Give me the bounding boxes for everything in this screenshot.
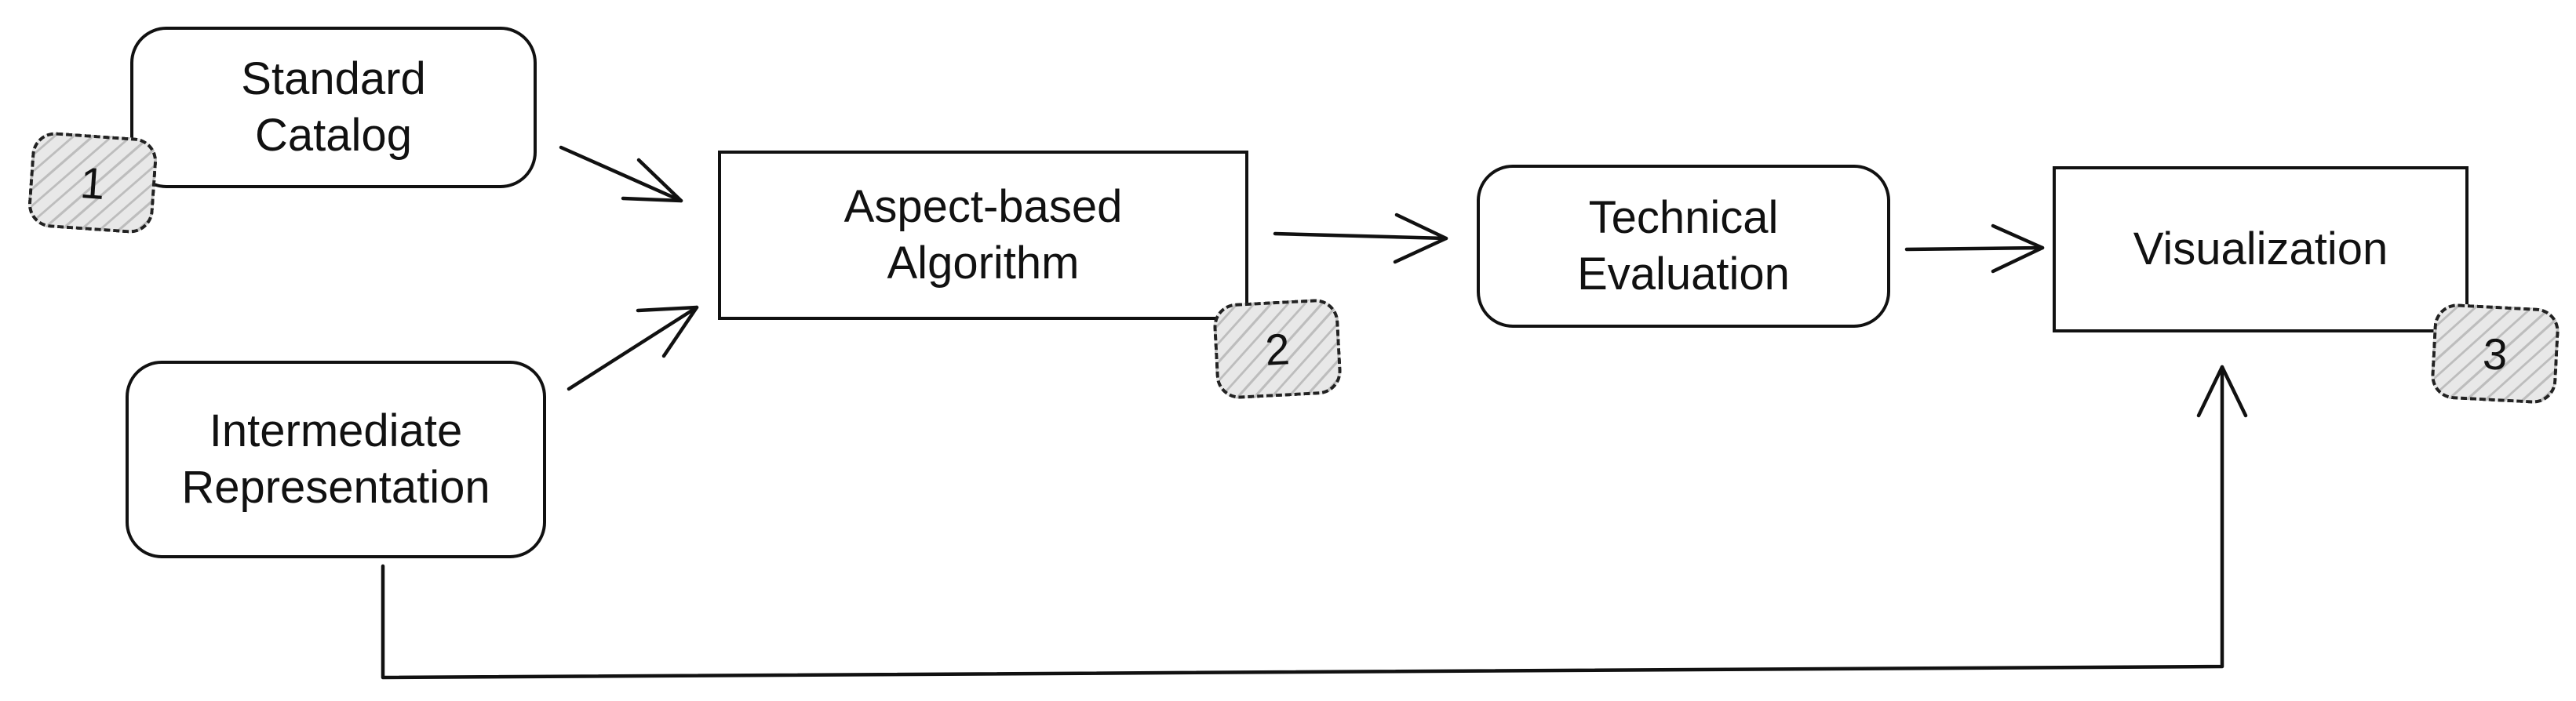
edge-algorithm-to-evaluation-arrowhead <box>1393 212 1448 264</box>
step-badge-1: 1 <box>26 130 159 235</box>
edge-ir-to-algorithm-arrowhead <box>636 305 699 358</box>
edge-ir-to-visualization-arrowhead <box>2196 365 2248 418</box>
step-badge-2: 2 <box>1211 297 1343 401</box>
aspect-based-algorithm-label: Aspect-based Algorithm <box>843 181 1123 289</box>
visualization-label: Visualization <box>2133 223 2388 274</box>
edge-evaluation-to-visualization-arrowhead <box>1991 223 2045 274</box>
visualization-node: Visualization <box>2053 166 2469 332</box>
edge-ir-to-visualization <box>381 365 2224 680</box>
intermediate-representation-node: Intermediate Representation <box>126 361 546 558</box>
edge-catalog-to-algorithm-arrowhead <box>621 158 683 203</box>
edge-algorithm-to-evaluation <box>1273 231 1448 241</box>
standard-catalog-node: Standard Catalog <box>130 27 537 188</box>
aspect-based-algorithm-node: Aspect-based Algorithm <box>718 151 1248 320</box>
step-badge-3: 3 <box>2429 302 2561 405</box>
step-badge-3-label: 3 <box>2481 328 2509 380</box>
technical-evaluation-node: Technical Evaluation <box>1477 165 1890 328</box>
standard-catalog-label: Standard Catalog <box>241 53 426 161</box>
technical-evaluation-label: Technical Evaluation <box>1577 192 1790 300</box>
edge-catalog-to-algorithm <box>559 145 683 203</box>
intermediate-representation-label: Intermediate Representation <box>181 405 490 513</box>
step-badge-2-label: 2 <box>1263 323 1292 375</box>
edge-ir-to-algorithm <box>567 305 699 391</box>
step-badge-1-label: 1 <box>78 157 107 209</box>
edge-evaluation-to-visualization <box>1904 245 2045 252</box>
